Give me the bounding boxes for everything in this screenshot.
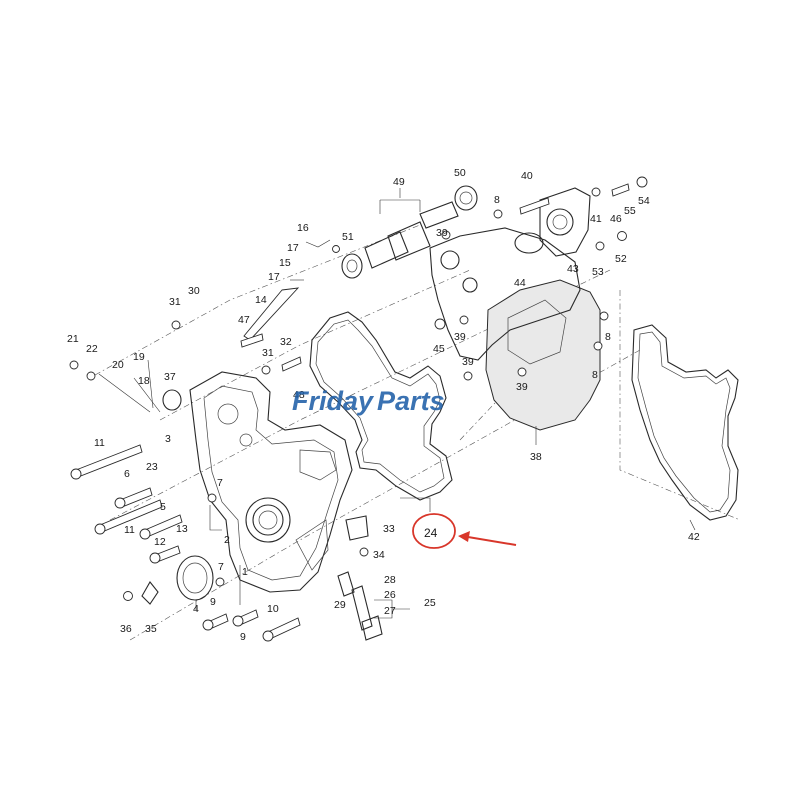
label-38: 38 [530, 451, 542, 463]
seal-4 [176, 555, 214, 601]
label-55: 55 [624, 205, 636, 217]
label-15: 15 [279, 257, 291, 269]
label-31b: 31 [262, 347, 274, 359]
label-29: 29 [334, 599, 346, 611]
bolts [69, 176, 648, 642]
callout-labels: 1 2 3 4 5 6 7 7 8 8 8 9 9 10 11 11 12 13… [67, 167, 700, 643]
label-3: 3 [165, 433, 171, 445]
label-5: 5 [160, 501, 166, 513]
label-1: 1 [242, 566, 248, 578]
label-8c: 8 [592, 369, 598, 381]
label-34: 34 [373, 549, 385, 561]
label-48: 48 [293, 389, 305, 401]
label-27: 27 [384, 605, 396, 617]
label-39c: 39 [462, 356, 474, 368]
label-8a: 8 [494, 194, 500, 206]
label-10: 10 [267, 603, 279, 615]
label-25: 25 [424, 597, 436, 609]
label-31a: 31 [169, 296, 181, 308]
seal-37 [162, 389, 182, 411]
gasket-24 [309, 311, 453, 501]
highlight-arrow [461, 535, 517, 546]
label-22: 22 [86, 343, 98, 355]
highlight-circle [412, 513, 456, 549]
label-12: 12 [154, 536, 166, 548]
pump-housing-43 [514, 187, 591, 257]
label-51: 51 [342, 231, 354, 243]
label-23: 23 [146, 461, 158, 473]
label-7: 7 [217, 477, 223, 489]
label-39d: 39 [516, 381, 528, 393]
label-20: 20 [112, 359, 124, 371]
timing-cover [189, 371, 353, 593]
label-6: 6 [124, 468, 130, 480]
label-11b: 11 [124, 524, 135, 536]
label-4: 4 [193, 603, 199, 615]
label-42: 42 [688, 531, 700, 543]
label-14: 14 [255, 294, 267, 306]
label-28: 28 [384, 574, 396, 586]
gasket-44 [429, 227, 581, 361]
label-44: 44 [514, 277, 526, 289]
label-35: 35 [145, 623, 157, 635]
plate-38 [485, 279, 601, 431]
label-21: 21 [67, 333, 79, 345]
label-18: 18 [138, 375, 150, 387]
label-17a: 17 [287, 242, 299, 254]
label-46: 46 [610, 213, 622, 225]
label-52: 52 [615, 253, 627, 265]
watermark-text-2: Parts [377, 386, 445, 416]
label-30: 30 [188, 285, 200, 297]
label-41: 41 [590, 213, 602, 225]
label-40: 40 [521, 170, 533, 182]
label-24: 24 [424, 526, 438, 540]
sender-assembly-25 [141, 571, 383, 641]
label-32: 32 [280, 336, 292, 348]
label-9b: 9 [240, 631, 246, 643]
leader-lines [195, 188, 696, 619]
label-53: 53 [592, 266, 604, 278]
sensor-33 [345, 515, 369, 557]
label-2: 2 [224, 534, 230, 546]
label-13: 13 [176, 523, 188, 535]
label-49: 49 [393, 176, 405, 188]
highlight-callout: 24 [412, 513, 517, 549]
label-39a: 39 [436, 227, 448, 239]
shaft-assembly [341, 185, 478, 279]
gasket-42 [631, 324, 739, 521]
label-19: 19 [133, 351, 145, 363]
label-33: 33 [383, 523, 395, 535]
label-54: 54 [638, 195, 650, 207]
rods [98, 359, 161, 413]
label-26: 26 [384, 589, 396, 601]
label-8b: 8 [605, 331, 611, 343]
label-7b: 7 [218, 561, 224, 573]
label-17b: 17 [268, 271, 280, 283]
label-47: 47 [238, 314, 250, 326]
label-43: 43 [567, 263, 579, 275]
label-9a: 9 [210, 596, 216, 608]
label-37: 37 [164, 371, 176, 383]
label-11a: 11 [94, 437, 105, 449]
label-50: 50 [454, 167, 466, 179]
label-45: 45 [433, 343, 445, 355]
label-16: 16 [297, 222, 309, 234]
label-39b: 39 [454, 331, 466, 343]
watermark-text-1: Friday [292, 386, 375, 416]
label-36: 36 [120, 623, 132, 635]
